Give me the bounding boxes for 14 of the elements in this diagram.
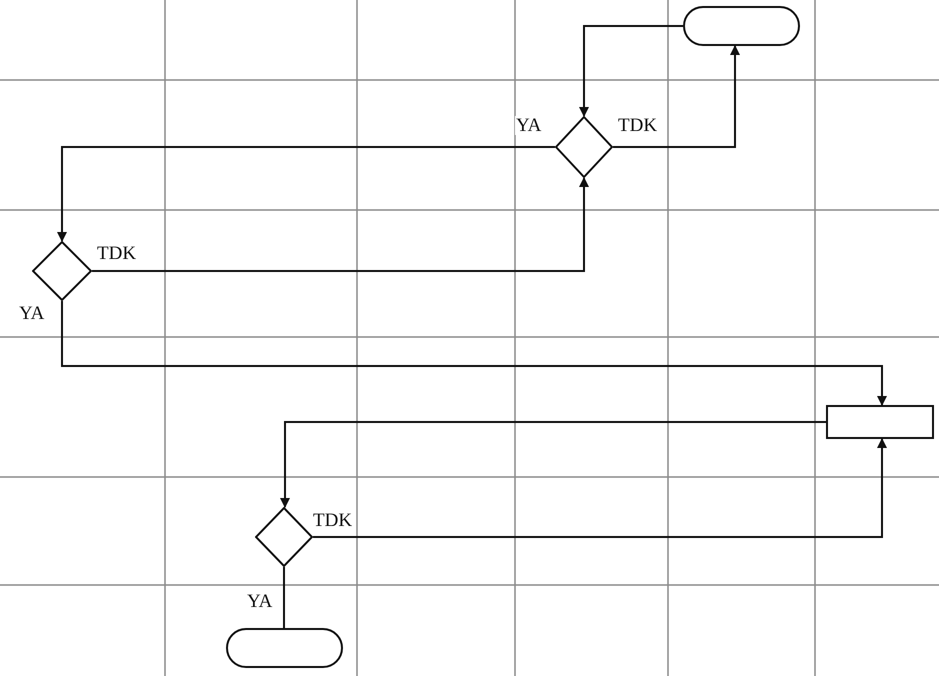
arrow bbox=[313, 438, 887, 538]
arrow bbox=[61, 301, 887, 406]
decision-diamond bbox=[255, 507, 313, 567]
arrow bbox=[613, 45, 740, 148]
decision-diamond bbox=[32, 241, 92, 301]
arrow bbox=[579, 25, 683, 117]
decision-diamond bbox=[555, 116, 613, 178]
arrow bbox=[92, 177, 589, 272]
terminator-shape bbox=[226, 628, 343, 668]
edge-label: YA bbox=[515, 116, 542, 135]
process-box bbox=[826, 405, 934, 439]
terminator-shape bbox=[683, 6, 800, 46]
arrow bbox=[57, 146, 555, 242]
arrow bbox=[280, 421, 826, 508]
